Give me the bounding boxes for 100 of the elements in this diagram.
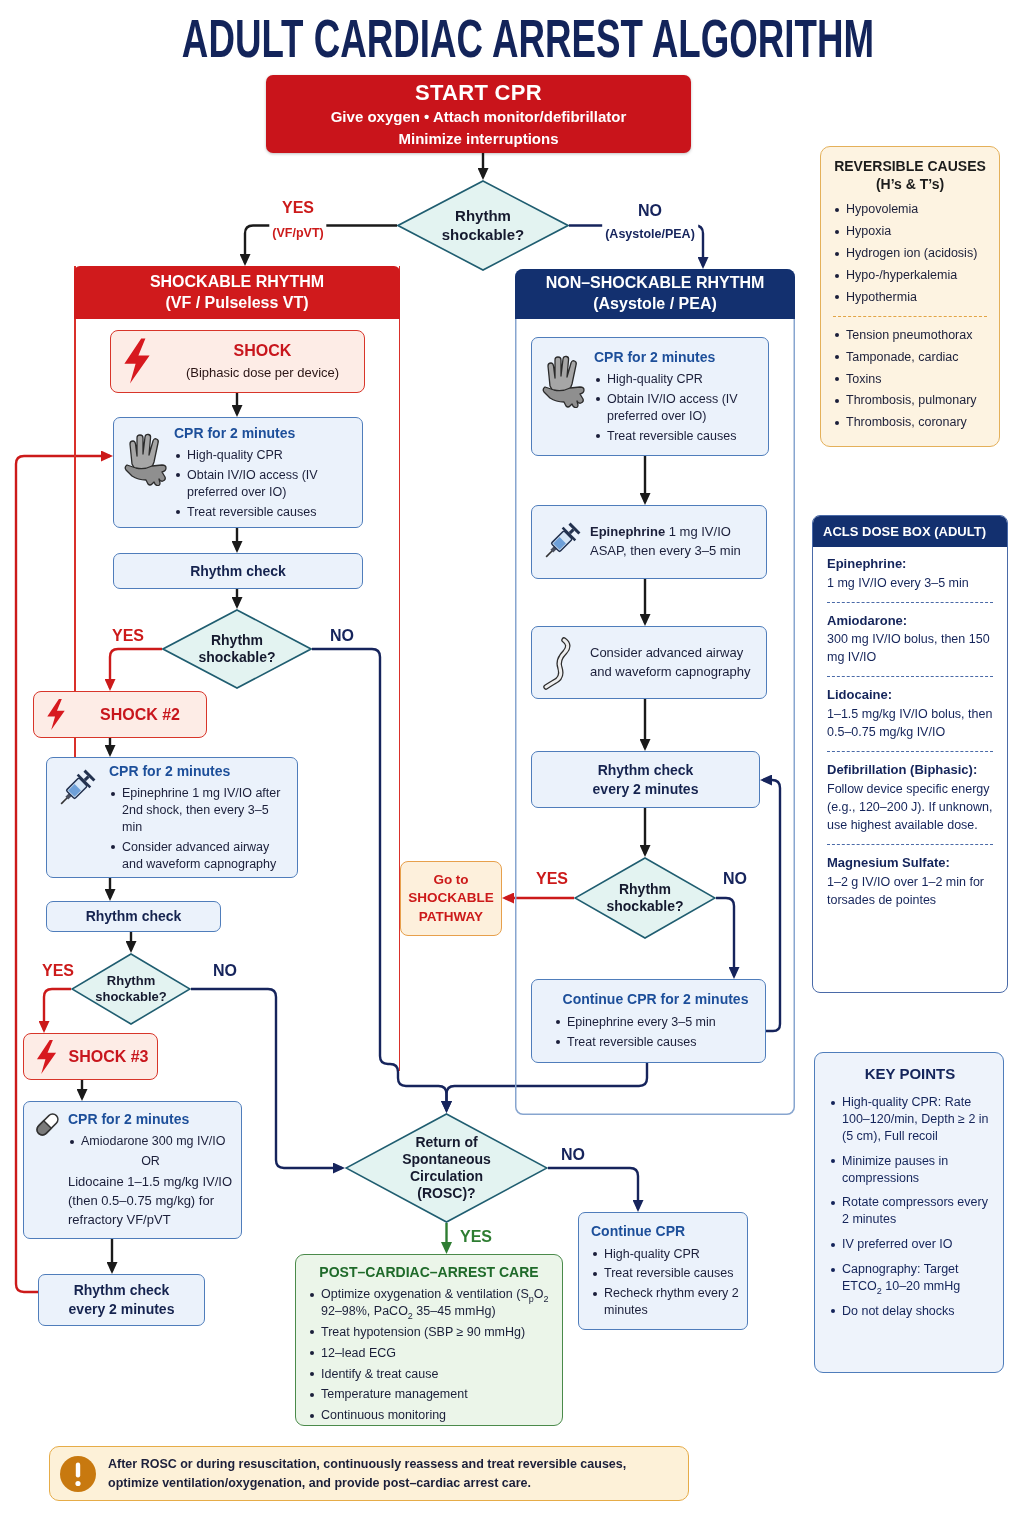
decision-text: Rhythm shockable? xyxy=(94,973,168,1005)
step-heading: Continue CPR xyxy=(591,1223,687,1241)
list-item: Tension pneumothorax xyxy=(833,326,987,344)
arrow xyxy=(38,987,71,1033)
step-heading: CPR for 2 minutes xyxy=(68,1110,191,1129)
drug-name: Lidocaine: xyxy=(827,686,893,704)
info-box xyxy=(820,146,1000,447)
list-item: Minimize pauses in compressions xyxy=(829,1152,991,1187)
list-item: Epinephrine 1 mg IV/IO after 2nd shock, then every 3–5 min xyxy=(109,785,289,836)
list-item: High-quality CPR xyxy=(594,371,760,388)
step-text: Rhythm check every 2 minutes xyxy=(591,760,700,799)
process-box xyxy=(113,553,363,589)
drug-name: Magnesium Sulfate: xyxy=(827,854,951,872)
process-box xyxy=(531,626,767,699)
list-item: Treat reversible causes xyxy=(591,1265,739,1283)
list-item: High-quality CPR xyxy=(174,447,354,464)
note-box xyxy=(49,1446,689,1501)
box-heading: KEY POINTS xyxy=(863,1065,957,1082)
arrow xyxy=(104,738,116,757)
info-box xyxy=(814,1052,1004,1373)
step-heading: CPR for 2 minutes xyxy=(109,762,232,781)
list-item: Epinephrine every 3–5 min xyxy=(554,1013,757,1031)
box-heading: REVERSIBLE CAUSES (H’s & T’s) xyxy=(833,157,987,194)
list-item: 12–lead ECG xyxy=(308,1344,550,1362)
list-item: Hypo-/hyperkalemia xyxy=(833,267,987,284)
process-box xyxy=(531,337,769,456)
list-item: Continuous monitoring xyxy=(308,1407,550,1425)
list-item: Treat reversible causes xyxy=(594,427,760,445)
list-item: Treat reversible causes xyxy=(174,503,354,521)
arrow xyxy=(639,579,651,626)
arrow xyxy=(548,1166,644,1212)
list-item: Amiodarone 300 mg IV/IO xyxy=(68,1133,233,1150)
drug-name: Epinephrine: xyxy=(827,555,908,573)
redirect-box xyxy=(400,861,502,936)
step-heading: CPR for 2 minutes xyxy=(594,348,717,366)
list-item: Toxins xyxy=(833,370,987,388)
list-item: Tamponade, cardiac xyxy=(833,348,987,366)
step-text: Lidocaine 1–1.5 mg/kg IV/IO (then 0.5–0.75 mg/kg) for refractory VF/pVT xyxy=(68,1172,233,1229)
arrow xyxy=(104,647,162,691)
arrow xyxy=(231,393,243,417)
decision-diamond xyxy=(397,180,569,271)
decision-diamond xyxy=(574,857,716,939)
list-item: Hypothermia xyxy=(833,288,987,306)
arrow xyxy=(639,808,651,857)
shock-title: SHOCK xyxy=(233,340,292,361)
arrow xyxy=(104,878,116,901)
process-box xyxy=(23,1101,242,1239)
dose-text: 300 mg IV/IO bolus, then 150 mg IV/IO xyxy=(827,631,991,667)
process-box xyxy=(578,1212,748,1330)
list-item: Treat reversible causes xyxy=(554,1033,757,1051)
step-heading: Continue CPR for 2 minutes xyxy=(561,991,750,1009)
diagram-title: ADULT CARDIAC ARREST ALGORITHM xyxy=(181,10,875,67)
process-box xyxy=(295,1254,563,1426)
arrow xyxy=(441,1223,452,1254)
list-item: Obtain IV/IO access (IV preferred over IO) xyxy=(594,390,760,425)
arrow xyxy=(502,892,574,904)
arrow xyxy=(639,456,651,505)
shock-title: SHOCK #3 xyxy=(68,1046,149,1067)
list-item: Do not delay shocks xyxy=(829,1302,991,1320)
list-item: Identify & treat cause xyxy=(308,1365,550,1383)
dose-text: 1–2 g IV/IO over 1–2 min for torsades de pointes xyxy=(827,873,986,909)
panel-title: SHOCKABLE RHYTHM (VF / Pulseless VT) xyxy=(148,271,326,313)
arrow xyxy=(106,1239,118,1274)
list-item: Rotate compressors every 2 minutes xyxy=(829,1194,991,1229)
box-header: ACLS DOSE BOX (ADULT) xyxy=(813,516,1007,547)
list-item: Optimize oxygenation & ventilation (S$_{p}$O$_{2}$ 92–98%, PaCO$_{2}$ 35–45 mmHg) xyxy=(308,1286,550,1320)
decision-text: Rhythm shockable? xyxy=(440,207,526,244)
step-text: Rhythm check xyxy=(85,907,182,926)
drug-name: Amiodarone: xyxy=(827,611,909,630)
list-item: Thrombosis, pulmonary xyxy=(833,392,987,410)
step-text: Epinephrine 1 mg IV/IO ASAP, then every 3–5 min xyxy=(590,523,742,560)
list-item: Hypoxia xyxy=(833,223,987,241)
process-box xyxy=(38,1274,205,1326)
step-text: Rhythm check xyxy=(190,561,286,581)
dose-text: Follow device specific energy (e.g., 120–200 J). If unknown, use highest available dose. xyxy=(827,780,993,835)
arrow xyxy=(125,932,137,953)
arrow xyxy=(14,450,113,1294)
shock-title: SHOCK #2 xyxy=(100,704,180,725)
list-item: High-quality CPR: Rate 100–120/min, Depth ≥ 2 in (5 cm), Full recoil xyxy=(829,1094,991,1145)
process-box xyxy=(46,757,298,878)
list-item: Temperature management xyxy=(308,1386,550,1404)
decision-text: Rhythm shockable? xyxy=(197,631,277,667)
shock-box xyxy=(33,691,207,738)
process-box xyxy=(113,417,363,528)
shock-box xyxy=(23,1033,158,1080)
arrow xyxy=(477,153,489,180)
box-heading: POST–CARDIAC–ARREST CARE xyxy=(318,1264,540,1280)
drug-name: Defibrillation (Biphasic): xyxy=(827,761,979,779)
process-box xyxy=(531,751,760,808)
list-item: Consider advanced airway and waveform capnography xyxy=(109,838,289,873)
decision-text: Return of Spontaneous Circulation (ROSC)? xyxy=(401,1133,492,1203)
shock-note: (Biphasic dose per device) xyxy=(185,365,340,383)
decision-diamond xyxy=(345,1113,548,1223)
list-item: Obtain IV/IO access (IV preferred over IO) xyxy=(174,466,354,501)
box-text: Minimize interruptions xyxy=(398,128,559,149)
box-text: Give oxygen • Attach monitor/defibrillator xyxy=(330,107,627,127)
arrow xyxy=(76,1080,88,1101)
arrow xyxy=(231,528,243,553)
decision-text: Rhythm shockable? xyxy=(605,880,685,916)
step-text: Consider advanced airway and waveform capnography xyxy=(590,643,752,681)
